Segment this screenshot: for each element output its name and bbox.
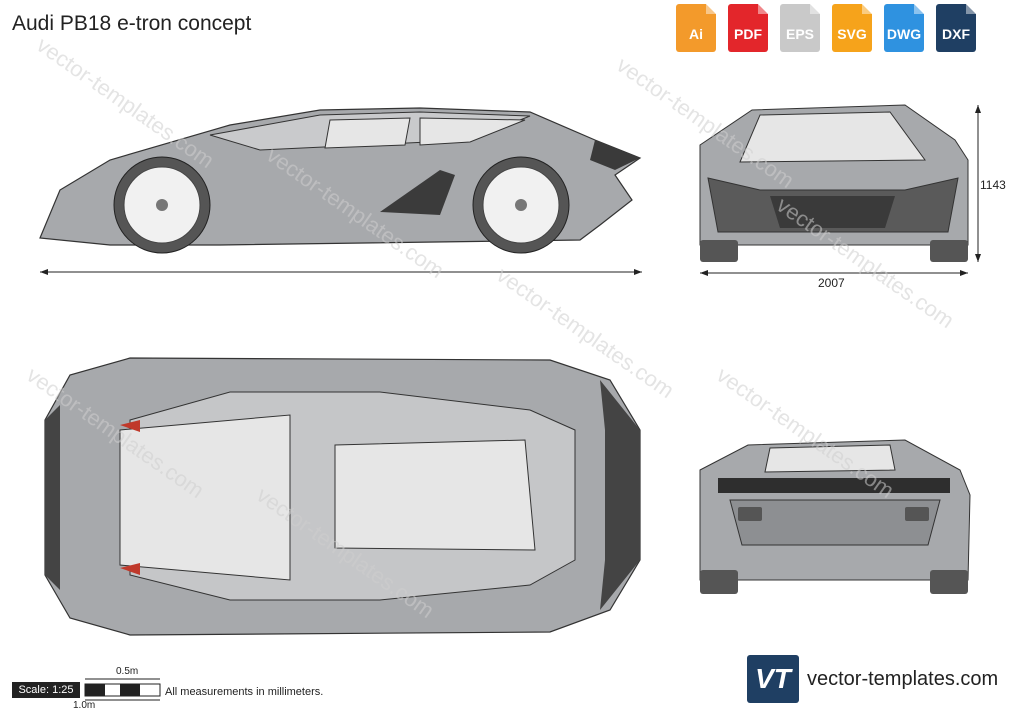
format-dwg-button[interactable]: DWG	[880, 4, 928, 52]
side-view	[39, 107, 642, 275]
brand-link[interactable]: VT vector-templates.com	[747, 655, 998, 703]
scale-bar	[84, 678, 161, 701]
page-title: Audi PB18 e-tron concept	[12, 12, 252, 35]
format-label: Ai	[689, 26, 703, 42]
width-dimension: 2007	[818, 276, 845, 290]
format-eps-button[interactable]: EPS	[776, 4, 824, 52]
brand-site: vector-templates.com	[807, 667, 999, 690]
scale-half-meter: 0.5m	[116, 666, 139, 677]
format-label: DXF	[942, 26, 970, 42]
height-dimension: 1143	[980, 178, 1006, 192]
format-svg-button[interactable]: SVG	[828, 4, 876, 52]
format-label: EPS	[785, 26, 814, 42]
format-label: SVG	[837, 26, 867, 42]
format-label: PDF	[734, 26, 762, 42]
vt-logo-icon: VT	[747, 655, 799, 703]
format-ai-button[interactable]: Ai	[672, 4, 720, 52]
rear-view	[699, 439, 971, 594]
format-label: DWG	[886, 26, 922, 42]
scale-label: Scale: 1:25	[12, 682, 80, 698]
format-pdf-button[interactable]: PDF	[724, 4, 772, 52]
scale-one-meter: 1.0m	[73, 700, 96, 711]
front-view	[699, 104, 981, 276]
measurement-note: All measurements in millimeters.	[165, 686, 324, 698]
format-buttons: Ai PDF EPS SVG DWG DXF	[672, 4, 980, 52]
top-view	[44, 357, 641, 636]
format-dxf-button[interactable]: DXF	[932, 4, 980, 52]
